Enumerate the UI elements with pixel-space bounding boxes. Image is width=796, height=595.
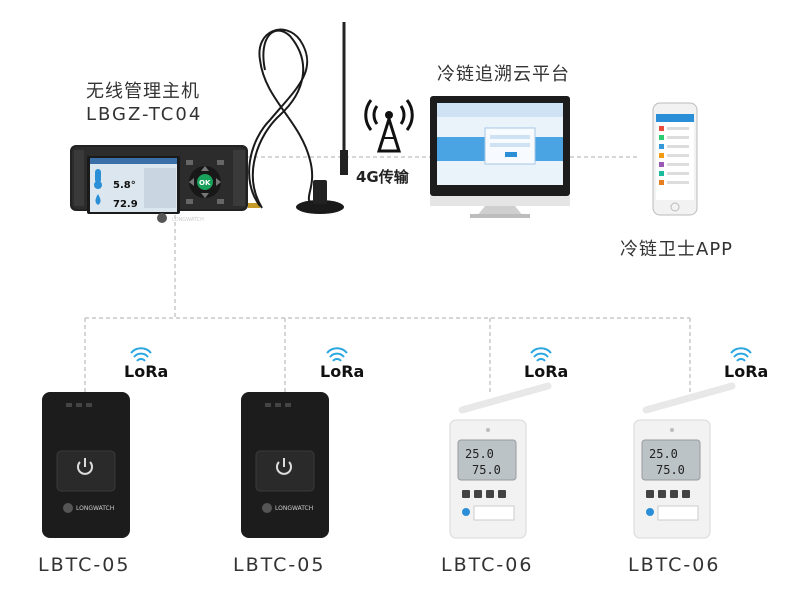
device-model-label-2: LBTC-05 bbox=[233, 554, 326, 576]
host-device: 5.8° 72.9 OK LONGWATCH bbox=[70, 145, 260, 223]
device-brand: LONGWATCH bbox=[275, 505, 313, 512]
cloud-platform-monitor bbox=[430, 96, 570, 218]
device-display-top: 25.0 bbox=[649, 447, 678, 461]
device-lbtc05-2: LONGWATCH bbox=[241, 392, 329, 538]
navigation-pad: OK bbox=[186, 160, 224, 204]
lora-wave-icon-4 bbox=[730, 347, 752, 362]
lora-wave-icon-2 bbox=[326, 347, 348, 362]
cell-tower-icon bbox=[364, 99, 414, 153]
device-display-bottom: 75.0 bbox=[656, 463, 685, 477]
antenna bbox=[296, 22, 348, 214]
screen-droplet-icon bbox=[95, 194, 101, 205]
screen-thermometer-icon bbox=[94, 169, 102, 189]
device-lbtc06-1: 25.0 75.0 bbox=[449, 382, 552, 539]
lora-label-3: LoRa bbox=[524, 362, 569, 381]
link-label-4g: 4G传输 bbox=[356, 168, 409, 186]
lora-label-4: LoRa bbox=[724, 362, 769, 381]
device-lbtc06-2: 25.0 75.0 bbox=[633, 382, 736, 539]
ok-button[interactable] bbox=[197, 174, 213, 190]
host-title: 无线管理主机 bbox=[86, 81, 200, 102]
device-button[interactable] bbox=[462, 490, 470, 498]
device-display-top: 25.0 bbox=[465, 447, 494, 461]
device-button[interactable] bbox=[658, 490, 666, 498]
host-brand: LONGWATCH bbox=[172, 217, 204, 223]
device-button[interactable] bbox=[682, 490, 690, 498]
antenna-with-cable bbox=[248, 28, 316, 209]
device-display-bottom: 75.0 bbox=[472, 463, 501, 477]
cloud-platform-title: 冷链追溯云平台 bbox=[437, 64, 570, 85]
device-brand: LONGWATCH bbox=[76, 505, 114, 512]
device-model-label-1: LBTC-05 bbox=[38, 554, 131, 576]
device-button[interactable] bbox=[498, 490, 506, 498]
screen-temperature: 5.8° bbox=[113, 180, 136, 191]
app-title: 冷链卫士APP bbox=[620, 239, 734, 260]
device-model-label-4: LBTC-06 bbox=[628, 554, 721, 576]
device-lbtc05-1: LONGWATCH bbox=[42, 392, 130, 538]
host-model: LBGZ-TC04 bbox=[86, 104, 203, 125]
screen-humidity: 72.9 bbox=[113, 199, 138, 210]
device-button[interactable] bbox=[670, 490, 678, 498]
power-icon bbox=[77, 458, 93, 475]
app-phone bbox=[652, 102, 698, 216]
lora-label-2: LoRa bbox=[320, 362, 365, 381]
device-button[interactable] bbox=[474, 490, 482, 498]
lora-label-1: LoRa bbox=[124, 362, 169, 381]
device-model-label-3: LBTC-06 bbox=[441, 554, 534, 576]
lora-wave-icon-1 bbox=[130, 347, 152, 362]
lora-wave-icon-3 bbox=[530, 347, 552, 362]
connector-lines bbox=[84, 156, 691, 392]
power-icon bbox=[276, 458, 292, 475]
device-button[interactable] bbox=[486, 490, 494, 498]
device-button[interactable] bbox=[646, 490, 654, 498]
ok-label: OK bbox=[199, 179, 211, 187]
